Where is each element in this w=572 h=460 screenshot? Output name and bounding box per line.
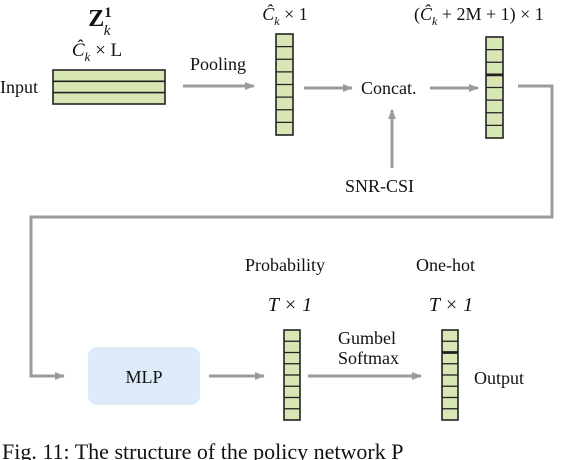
prob-dim-label: T × 1 — [268, 294, 312, 316]
z-sub: k — [104, 23, 111, 39]
onehot-dim-label: T × 1 — [429, 294, 473, 316]
input-tensor-symbol: Z1 k — [88, 5, 112, 39]
one-hot-vector — [441, 329, 459, 421]
z-main: Z — [88, 6, 104, 32]
concat-label: Concat. — [361, 78, 417, 98]
input-dim-label: Ĉk × L — [72, 39, 122, 64]
pooled-vector — [275, 33, 294, 136]
snr-csi-label: SNR-CSI — [345, 176, 414, 196]
pooling-label: Pooling — [190, 54, 246, 74]
input-label: Input — [0, 77, 38, 97]
concat-dim-label: (Ĉk + 2M + 1) × 1 — [414, 3, 544, 28]
input-matrix — [52, 69, 166, 105]
one-hot-label: One-hot — [416, 255, 475, 275]
probability-vector — [283, 329, 301, 421]
pooled-dim-label: Ĉk × 1 — [262, 3, 308, 28]
gumbel-label: Gumbel — [338, 328, 396, 348]
softmax-label: Softmax — [338, 348, 399, 368]
concat-vector — [485, 36, 504, 139]
z-sup: 1 — [104, 5, 112, 21]
figure-caption: Fig. 11: The structure of the policy net… — [2, 439, 403, 460]
connector-to-mlp — [29, 84, 554, 380]
mlp-block — [88, 347, 200, 405]
probability-label: Probability — [245, 255, 325, 275]
output-label: Output — [474, 368, 524, 388]
mlp-label: MLP — [125, 367, 162, 387]
